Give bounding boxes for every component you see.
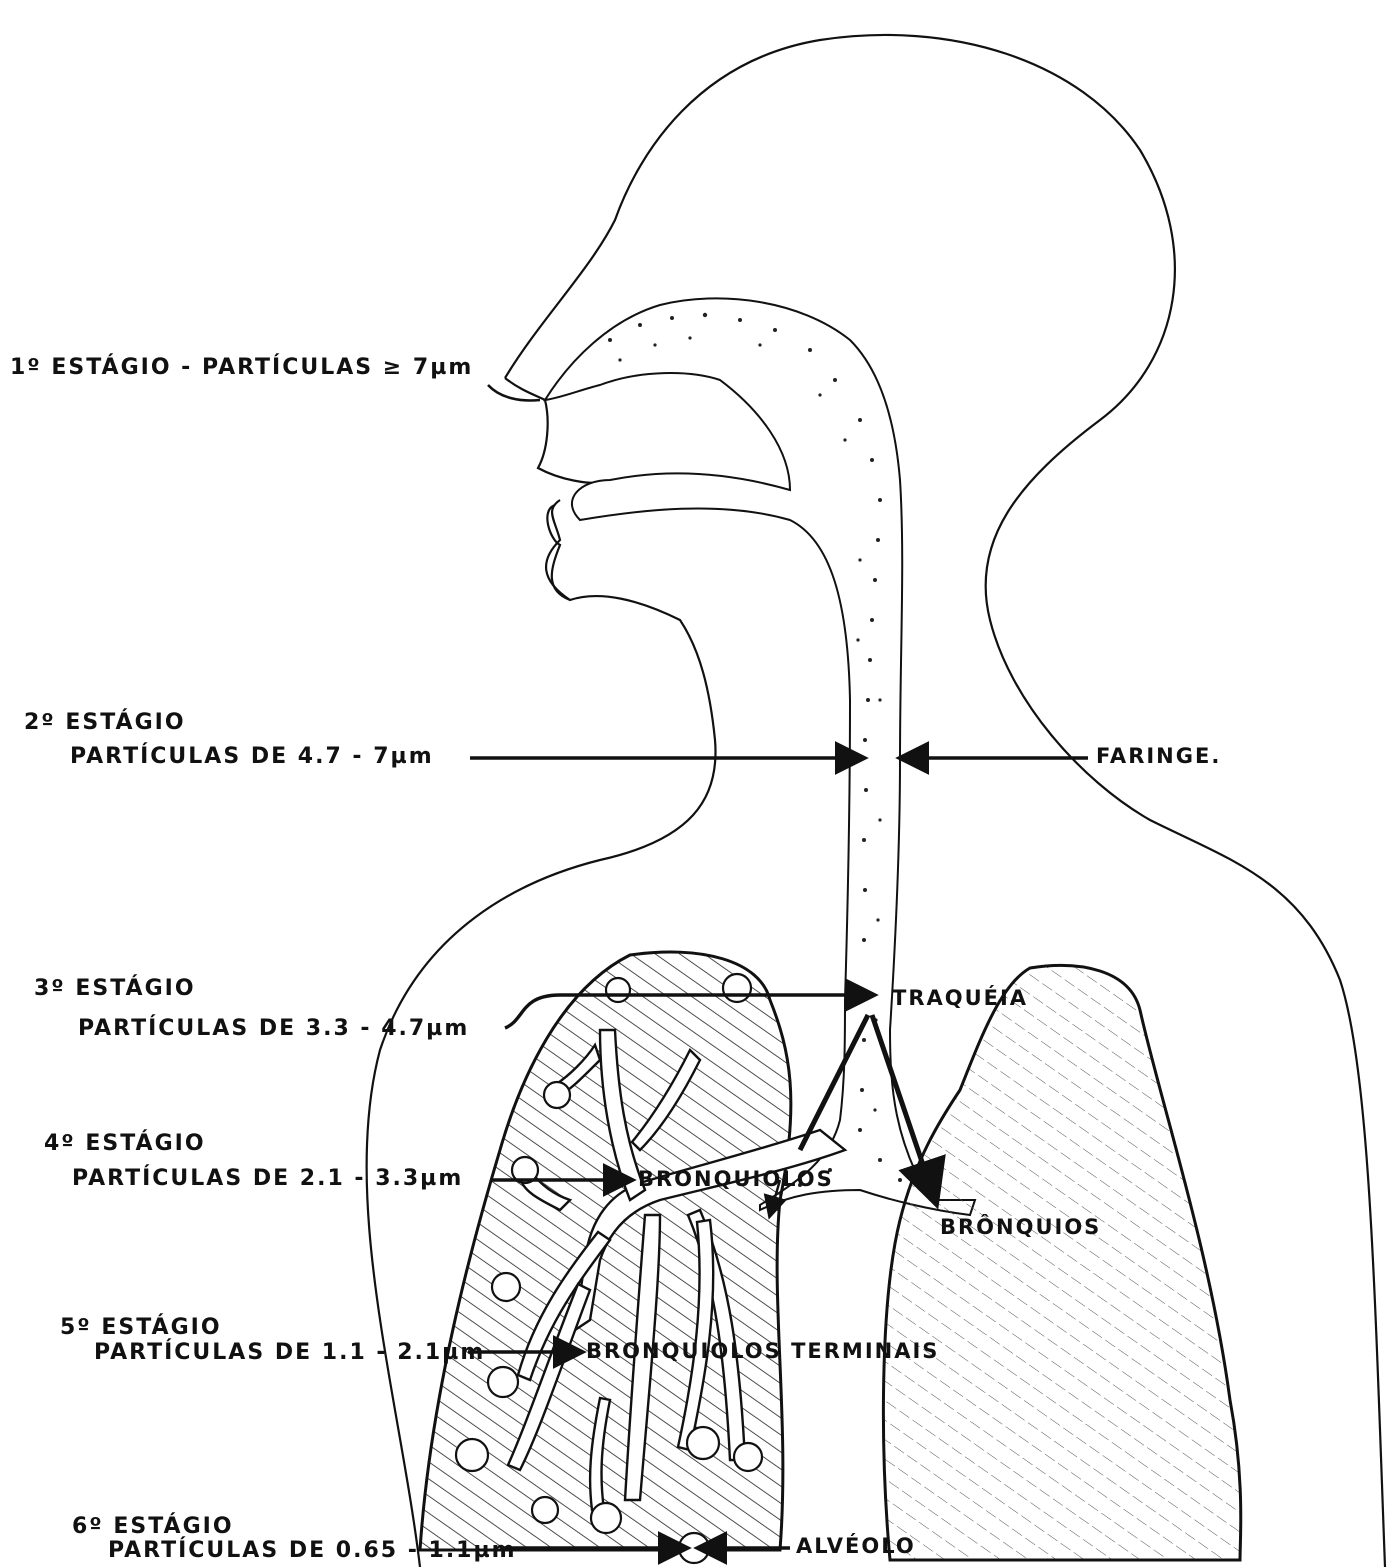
stage3-particles: PARTÍCULAS DE 3.3 - 4.7µm bbox=[78, 1018, 469, 1040]
alveolo-label: ALVÉOLO bbox=[796, 1536, 916, 1557]
stage2-title: 2º ESTÁGIO bbox=[24, 712, 186, 734]
left-lung bbox=[883, 965, 1240, 1560]
traqueia-label: TRAQUÉIA bbox=[892, 988, 1028, 1009]
stage1-label: 1º ESTÁGIO - PARTÍCULAS ≥ 7µm bbox=[10, 357, 473, 379]
stage6-title: 6º ESTÁGIO bbox=[72, 1516, 234, 1538]
stage4-particles: PARTÍCULAS DE 2.1 - 3.3µm bbox=[72, 1168, 463, 1190]
stage2-particles: PARTÍCULAS DE 4.7 - 7µm bbox=[70, 746, 434, 768]
stage1-leader bbox=[488, 385, 540, 400]
lungs bbox=[420, 952, 1241, 1563]
bronquiolos-terminais-label: BRONQUIOLOS TERMINAIS bbox=[586, 1341, 939, 1362]
stage5-particles: PARTÍCULAS DE 1.1 - 2.1µm bbox=[94, 1342, 485, 1364]
bronquiolos-label: BRONQUIOLOS bbox=[638, 1169, 834, 1190]
stage5-title: 5º ESTÁGIO bbox=[60, 1317, 222, 1339]
stage3-title: 3º ESTÁGIO bbox=[34, 978, 196, 1000]
faringe-label: FARINGE. bbox=[1096, 746, 1221, 767]
bronquios-label: BRÔNQUIOS bbox=[940, 1217, 1101, 1238]
stage4-title: 4º ESTÁGIO bbox=[44, 1133, 206, 1155]
stage6-particles: PARTÍCULAS DE 0.65 - 1.1µm bbox=[108, 1540, 517, 1562]
